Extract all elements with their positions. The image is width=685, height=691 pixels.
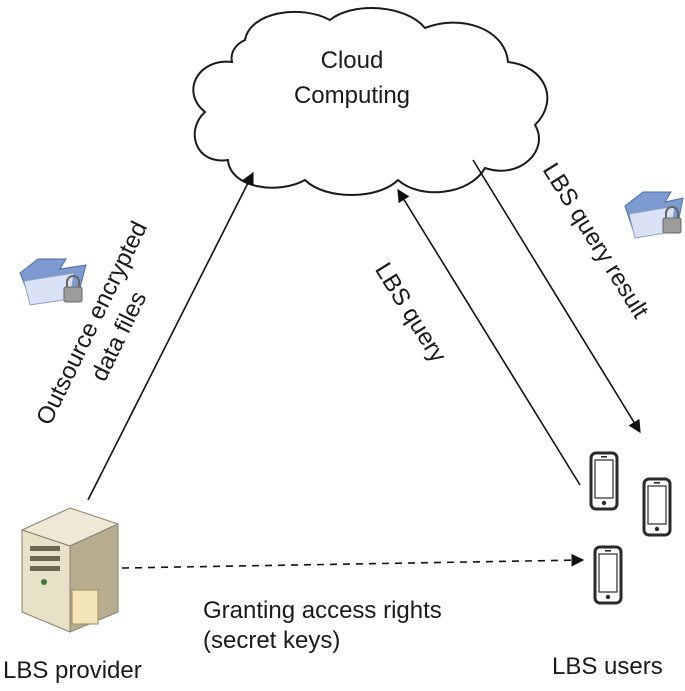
grant-access-label: Granting access rights (secret keys) bbox=[203, 596, 442, 656]
grant-access-line2: (secret keys) bbox=[203, 627, 341, 654]
server-icon bbox=[20, 507, 120, 633]
encrypted-folder-icon bbox=[19, 258, 87, 306]
lbs-users-label: LBS users bbox=[552, 653, 663, 680]
outsource-arrow bbox=[87, 171, 254, 501]
smartphone-icon bbox=[642, 477, 672, 537]
cloud-label-line2: Computing bbox=[293, 81, 411, 109]
smartphone-icon bbox=[593, 545, 623, 605]
grant-access-arrow bbox=[121, 553, 585, 569]
cloud-label: Cloud Computing bbox=[232, 44, 472, 114]
lbs-query-arrow bbox=[397, 188, 581, 486]
cloud-icon bbox=[192, 7, 549, 196]
encrypted-folder-icon bbox=[624, 191, 684, 239]
grant-access-line1: Granting access rights bbox=[203, 597, 442, 624]
lbs-query-result-arrow bbox=[472, 159, 641, 434]
cloud-label-line1: Cloud bbox=[320, 47, 384, 74]
smartphone-icon bbox=[589, 451, 619, 511]
lbs-provider-label: LBS provider bbox=[3, 657, 142, 684]
